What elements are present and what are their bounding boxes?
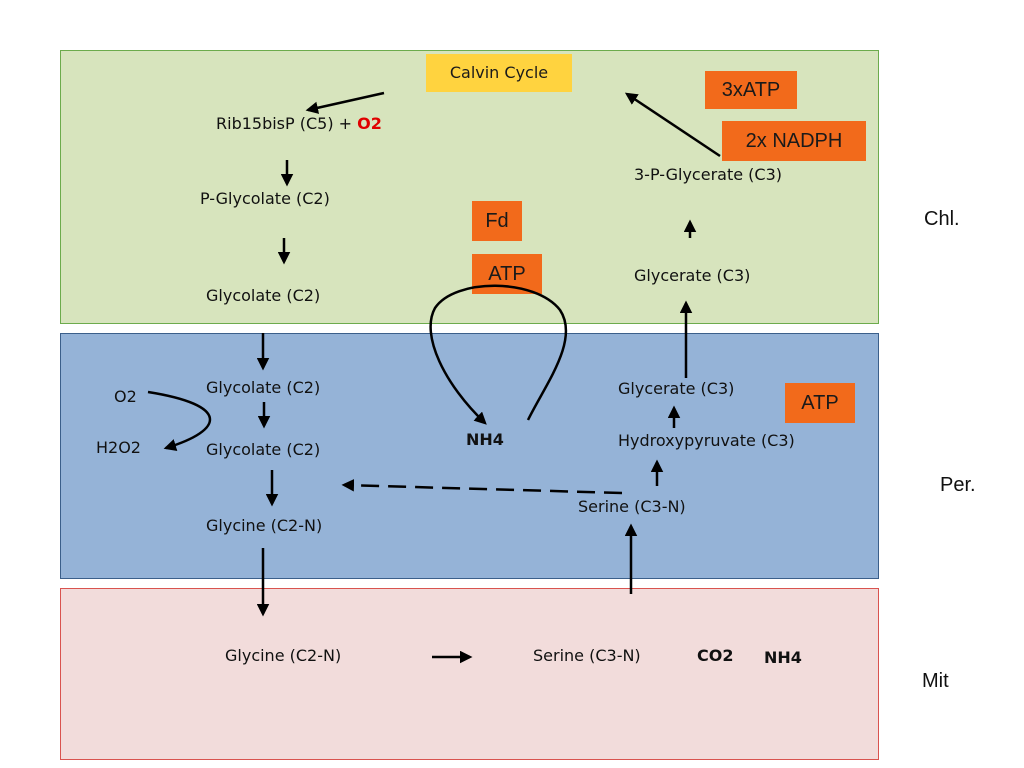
mitochondrion-region xyxy=(60,588,879,760)
atp-chl-label: ATP xyxy=(488,263,526,285)
arrow-nh4-loop xyxy=(429,284,568,425)
nh4-per-label: NH4 xyxy=(466,430,504,449)
nadph2x-label: 2x NADPH xyxy=(745,130,843,152)
p-glycolate-label: P-Glycolate (C2) xyxy=(200,189,330,208)
glycolate-per-2-label: Glycolate (C2) xyxy=(206,440,321,459)
chloroplast-label: Chl. xyxy=(924,208,960,230)
hydroxypyruvate-label: Hydroxypyruvate (C3) xyxy=(618,431,795,450)
arrow-serine-to-glycolate-dashed xyxy=(341,479,623,495)
h2o2-label: H2O2 xyxy=(96,438,141,457)
atp3x-label: 3xATP xyxy=(721,79,781,101)
rib15bisp-text: Rib15bisP (C5) + xyxy=(216,114,358,133)
glycine-mit-label: Glycine (C2-N) xyxy=(225,646,342,665)
arrow-o2-to-h2o2 xyxy=(147,390,212,452)
atp-per-box: ATP xyxy=(785,383,855,423)
o2-red-label: O2 xyxy=(357,114,382,133)
glycolate-chl-label: Glycolate (C2) xyxy=(206,286,321,305)
atp3x-box: 3xATP xyxy=(705,71,797,109)
co2-label: CO2 xyxy=(697,646,734,665)
atp-per-label: ATP xyxy=(801,392,839,414)
peroxisome-region xyxy=(60,333,879,579)
glycerate-chl-label: Glycerate (C3) xyxy=(634,266,751,285)
fd-label: Fd xyxy=(485,210,509,232)
calvin-cycle-label: Calvin Cycle xyxy=(449,63,549,82)
arrow-calvin-to-rib xyxy=(305,91,385,114)
fd-box: Fd xyxy=(472,201,522,241)
calvin-cycle-box: Calvin Cycle xyxy=(426,54,572,92)
glycerate-per-label: Glycerate (C3) xyxy=(618,379,735,398)
mitochondrion-label: Mit xyxy=(922,670,949,692)
rib15bisp-label: Rib15bisP (C5) + O2 xyxy=(216,116,382,132)
nh4-mit-label: NH4 xyxy=(764,648,802,667)
serine-mit-label: Serine (C3-N) xyxy=(533,646,641,665)
glycine-per-label: Glycine (C2-N) xyxy=(206,516,323,535)
o2-per-label: O2 xyxy=(114,387,137,406)
serine-per-label: Serine (C3-N) xyxy=(578,497,686,516)
peroxisome-label: Per. xyxy=(940,474,976,496)
nadph2x-box: 2x NADPH xyxy=(722,121,866,161)
arrow-3pg-to-calvin xyxy=(624,92,721,158)
three-p-glycerate-label: 3-P-Glycerate (C3) xyxy=(634,165,782,184)
glycolate-per-1-label: Glycolate (C2) xyxy=(206,378,321,397)
